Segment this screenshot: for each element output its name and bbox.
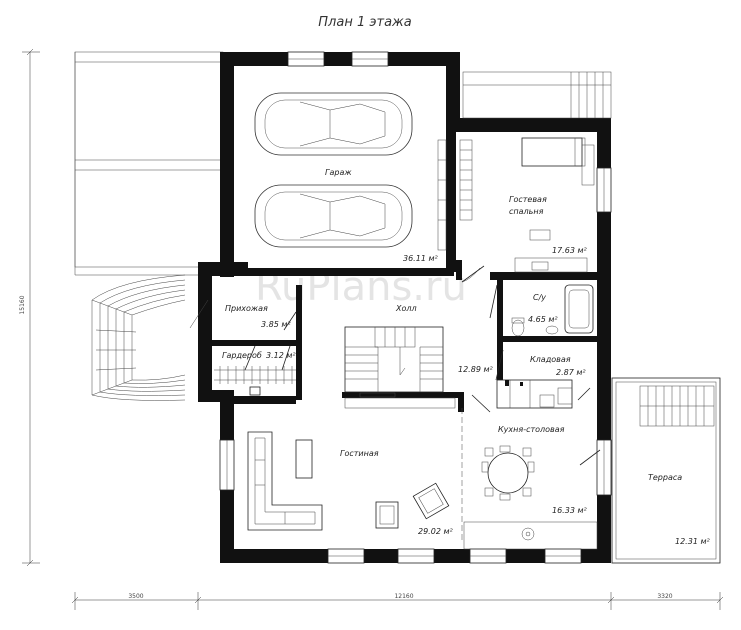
car-bottom [254,184,413,248]
rear-stairs [462,71,612,119]
sofa [247,431,323,531]
kitchen-counter [463,521,598,550]
plan-title: План 1 этажа [318,15,411,30]
room-label-wardrobe: Гардероб [222,351,262,360]
room-area-kitchen-dining: 16.33 м² [552,506,587,515]
room-label-kitchen-dining: Кухня-столовая [498,425,565,434]
room-label-hallway: Прихожая [225,304,268,313]
garage-shelves [437,139,447,251]
room-area-pantry: 2.87 м² [556,368,586,377]
dimension-lines [22,48,724,610]
terrace [611,377,721,564]
entrance-steps [91,274,186,401]
bathroom-fixtures [511,284,594,337]
coffee-table [295,439,313,479]
dim-bottom-right: 3320 [657,593,672,600]
room-area-living-room: 29.02 м² [418,527,453,536]
hall-staircase [344,326,444,393]
car-top [254,92,413,156]
room-area-hall: 12.89 м² [458,365,493,374]
room-area-bathroom: 4.65 м² [528,315,558,324]
guest-bedroom-furniture [459,137,595,273]
dim-bottom-center: 12160 [394,593,413,600]
dim-left: 15160 [19,295,26,314]
room-area-garage: 36.11 м² [403,254,438,263]
room-label-guest-bedroom-1: Гостевая [509,195,547,204]
room-label-garage: Гараж [325,168,352,177]
room-label-bathroom: С/у [533,293,546,302]
room-label-guest-bedroom-2: спальня [509,207,544,216]
interior-walls [212,132,597,412]
doors [189,265,601,540]
room-label-living-room: Гостиная [340,449,379,458]
room-labels: Гараж 36.11 м² Гостевая спальня 17.63 м²… [222,168,710,546]
room-area-guest-bedroom: 17.63 м² [552,246,587,255]
hall-cabinet [344,397,456,409]
room-label-hall: Холл [395,304,417,313]
tv-stand [359,392,396,398]
outer-walls [198,52,611,563]
kitchen-furniture [496,379,573,409]
carport-area [74,51,224,276]
armchair-left [375,501,399,529]
room-label-terrace: Терраса [648,473,682,482]
room-area-hallway: 3.85 м² [261,320,291,329]
room-label-pantry: Кладовая [530,355,571,364]
wardrobe-rail [214,366,296,396]
dining-table [481,445,535,501]
armchair-right [412,482,450,520]
dim-bottom-left: 3500 [128,593,143,600]
room-area-terrace: 12.31 м² [675,537,710,546]
windows [219,51,612,564]
room-area-wardrobe: 3.12 м² [266,351,296,360]
